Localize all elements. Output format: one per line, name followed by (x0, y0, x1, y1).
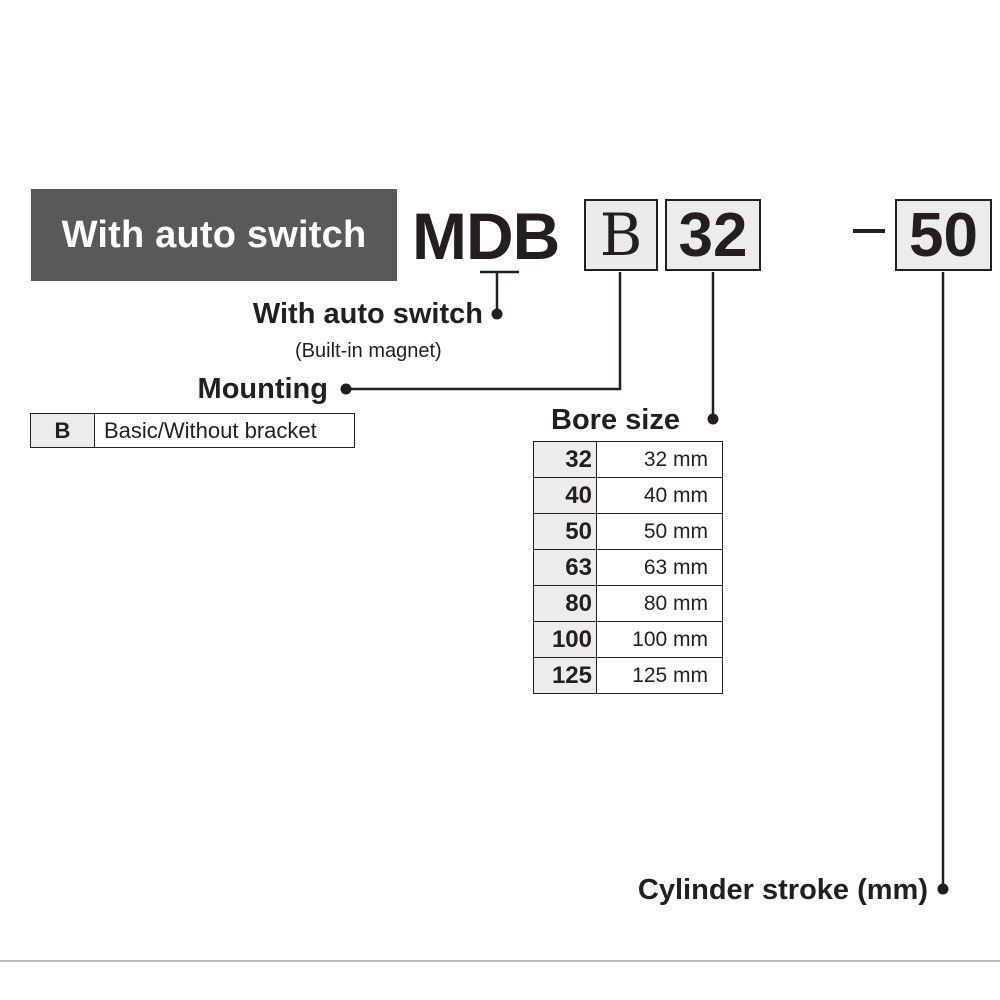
stroke-code-box: 50 (895, 199, 992, 271)
bore-desc-cell: 50 mm (596, 513, 723, 550)
bore-code-cell: 80 (533, 585, 597, 622)
model-prefix: MDB (412, 199, 560, 273)
bore-code-box: 32 (665, 199, 761, 271)
stroke-dot (937, 883, 949, 895)
bore-size-title: Bore size (551, 404, 680, 436)
bore-code-cell: 63 (533, 549, 597, 586)
auto-switch-dot (491, 308, 503, 320)
bore-dot (707, 413, 719, 425)
mounting-title: Mounting (197, 373, 328, 405)
bore-code-cell: 32 (533, 441, 597, 478)
footer-divider (0, 960, 1000, 962)
bore-desc-cell: 40 mm (596, 477, 723, 514)
mounting-leader (346, 272, 622, 391)
mounting-code-box: B (584, 199, 658, 271)
bore-desc-cell: 80 mm (596, 585, 723, 622)
bore-desc-cell: 32 mm (596, 441, 723, 478)
mounting-code-cell: B (30, 413, 95, 448)
bore-code-cell: 40 (533, 477, 597, 514)
bore-code-cell: 50 (533, 513, 597, 550)
bore-desc-cell: 125 mm (596, 657, 723, 694)
auto-switch-subtitle: (Built-in magnet) (295, 340, 442, 362)
bore-desc-cell: 100 mm (596, 621, 723, 658)
mounting-table: B Basic/Without bracket (30, 413, 355, 448)
bore-desc-cell: 63 mm (596, 549, 723, 586)
mounting-desc-cell: Basic/Without bracket (94, 413, 355, 448)
table-row: B Basic/Without bracket (30, 413, 355, 448)
bore-code-cell: 125 (533, 657, 597, 694)
auto-switch-title: With auto switch (252, 298, 483, 330)
cylinder-stroke-title: Cylinder stroke (mm) (637, 874, 928, 906)
model-dash (853, 229, 885, 233)
mounting-dot (340, 383, 352, 395)
bore-code-cell: 100 (533, 621, 597, 658)
auto-switch-banner: With auto switch (31, 189, 397, 281)
